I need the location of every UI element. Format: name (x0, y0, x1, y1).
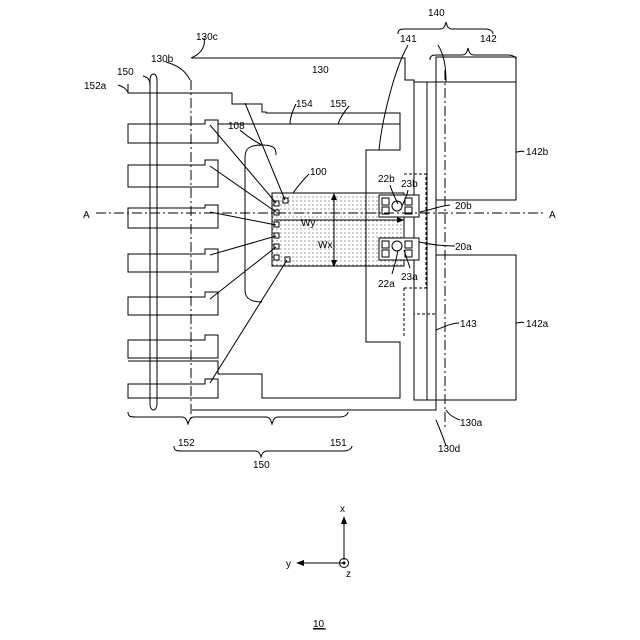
label-22a: 22a (378, 279, 395, 290)
axis-label-y: y (286, 559, 291, 570)
label-130c: 130c (196, 32, 218, 43)
label-151: 151 (330, 438, 347, 449)
label-154: 154 (296, 99, 313, 110)
label-143: 143 (460, 319, 477, 330)
label-100: 100 (310, 167, 327, 178)
label-142: 142 (480, 34, 497, 45)
label-141: 141 (400, 34, 417, 45)
label-130d: 130d (438, 444, 460, 455)
axis-label-x: x (340, 504, 345, 515)
label-142a: 142a (526, 319, 549, 330)
label-152: 152 (178, 438, 195, 449)
label-150-bottom: 150 (253, 460, 270, 471)
bottom-braces (128, 412, 352, 457)
figure-number: 10 (313, 619, 325, 630)
label-20a: 20a (455, 242, 472, 253)
section-mark-a-left: A (83, 210, 90, 221)
label-140: 140 (428, 8, 445, 19)
label-108: 108 (228, 121, 245, 132)
section-mark-a-right: A (549, 210, 556, 221)
label-142b: 142b (526, 147, 549, 158)
label-22b: 22b (378, 174, 395, 185)
label-130b: 130b (151, 54, 174, 65)
label-130a: 130a (460, 418, 483, 429)
dimension-label-wx: Wx (318, 240, 332, 251)
axis-indicator (296, 516, 349, 568)
label-155: 155 (330, 99, 347, 110)
label-20b: 20b (455, 201, 472, 212)
electrode-142 (414, 82, 516, 400)
dimension-label-wy: Wy (301, 218, 315, 229)
label-23a: 23a (401, 272, 418, 283)
label-23b: 23b (401, 179, 418, 190)
axis-label-z: z (346, 569, 351, 580)
label-150-top: 150 (117, 67, 134, 78)
label-152a: 152a (84, 81, 107, 92)
comb-fingers-152 (128, 120, 218, 398)
label-130: 130 (312, 65, 329, 76)
